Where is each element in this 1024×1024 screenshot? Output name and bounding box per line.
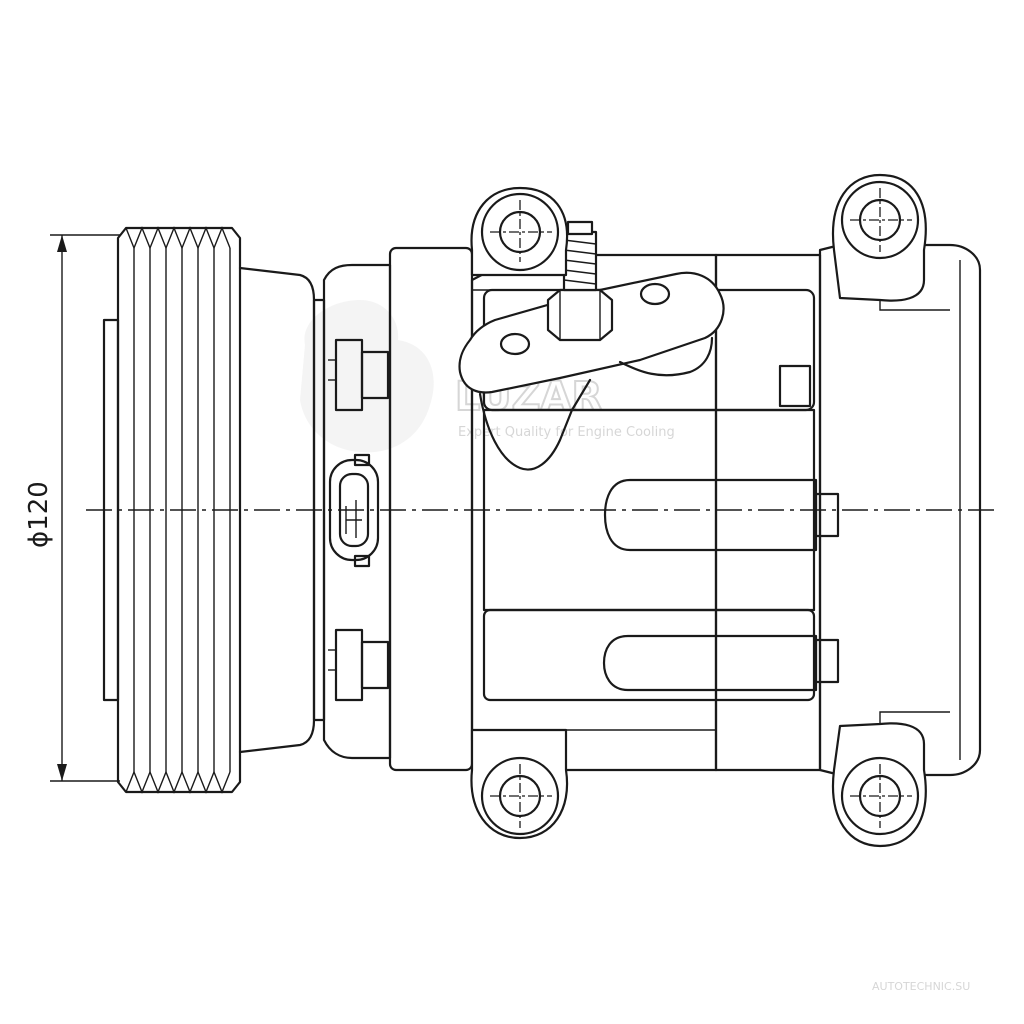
watermark-tagline: Expert Quality for Engine Cooling [458,425,675,440]
watermark-site: AUTOTECHNIC.SU [872,980,970,993]
diameter-dimension: ϕ120 [24,234,120,782]
front-housing [322,246,474,772]
service-fitting [546,220,614,342]
arrowhead-top [57,235,67,252]
diameter-label: ϕ120 [24,481,54,548]
mount-ear-bottom-right [831,722,927,848]
bracket-hole-right [639,282,671,306]
mount-ear-top-right [831,173,927,302]
mount-ear-top-left [470,186,569,277]
watermark-logo: LUZAR Expert Quality for Engine Cooling … [300,300,970,993]
bracket-hole-left [499,332,531,356]
mount-ear-bottom-left [470,728,569,840]
arrowhead-bottom [57,764,67,781]
